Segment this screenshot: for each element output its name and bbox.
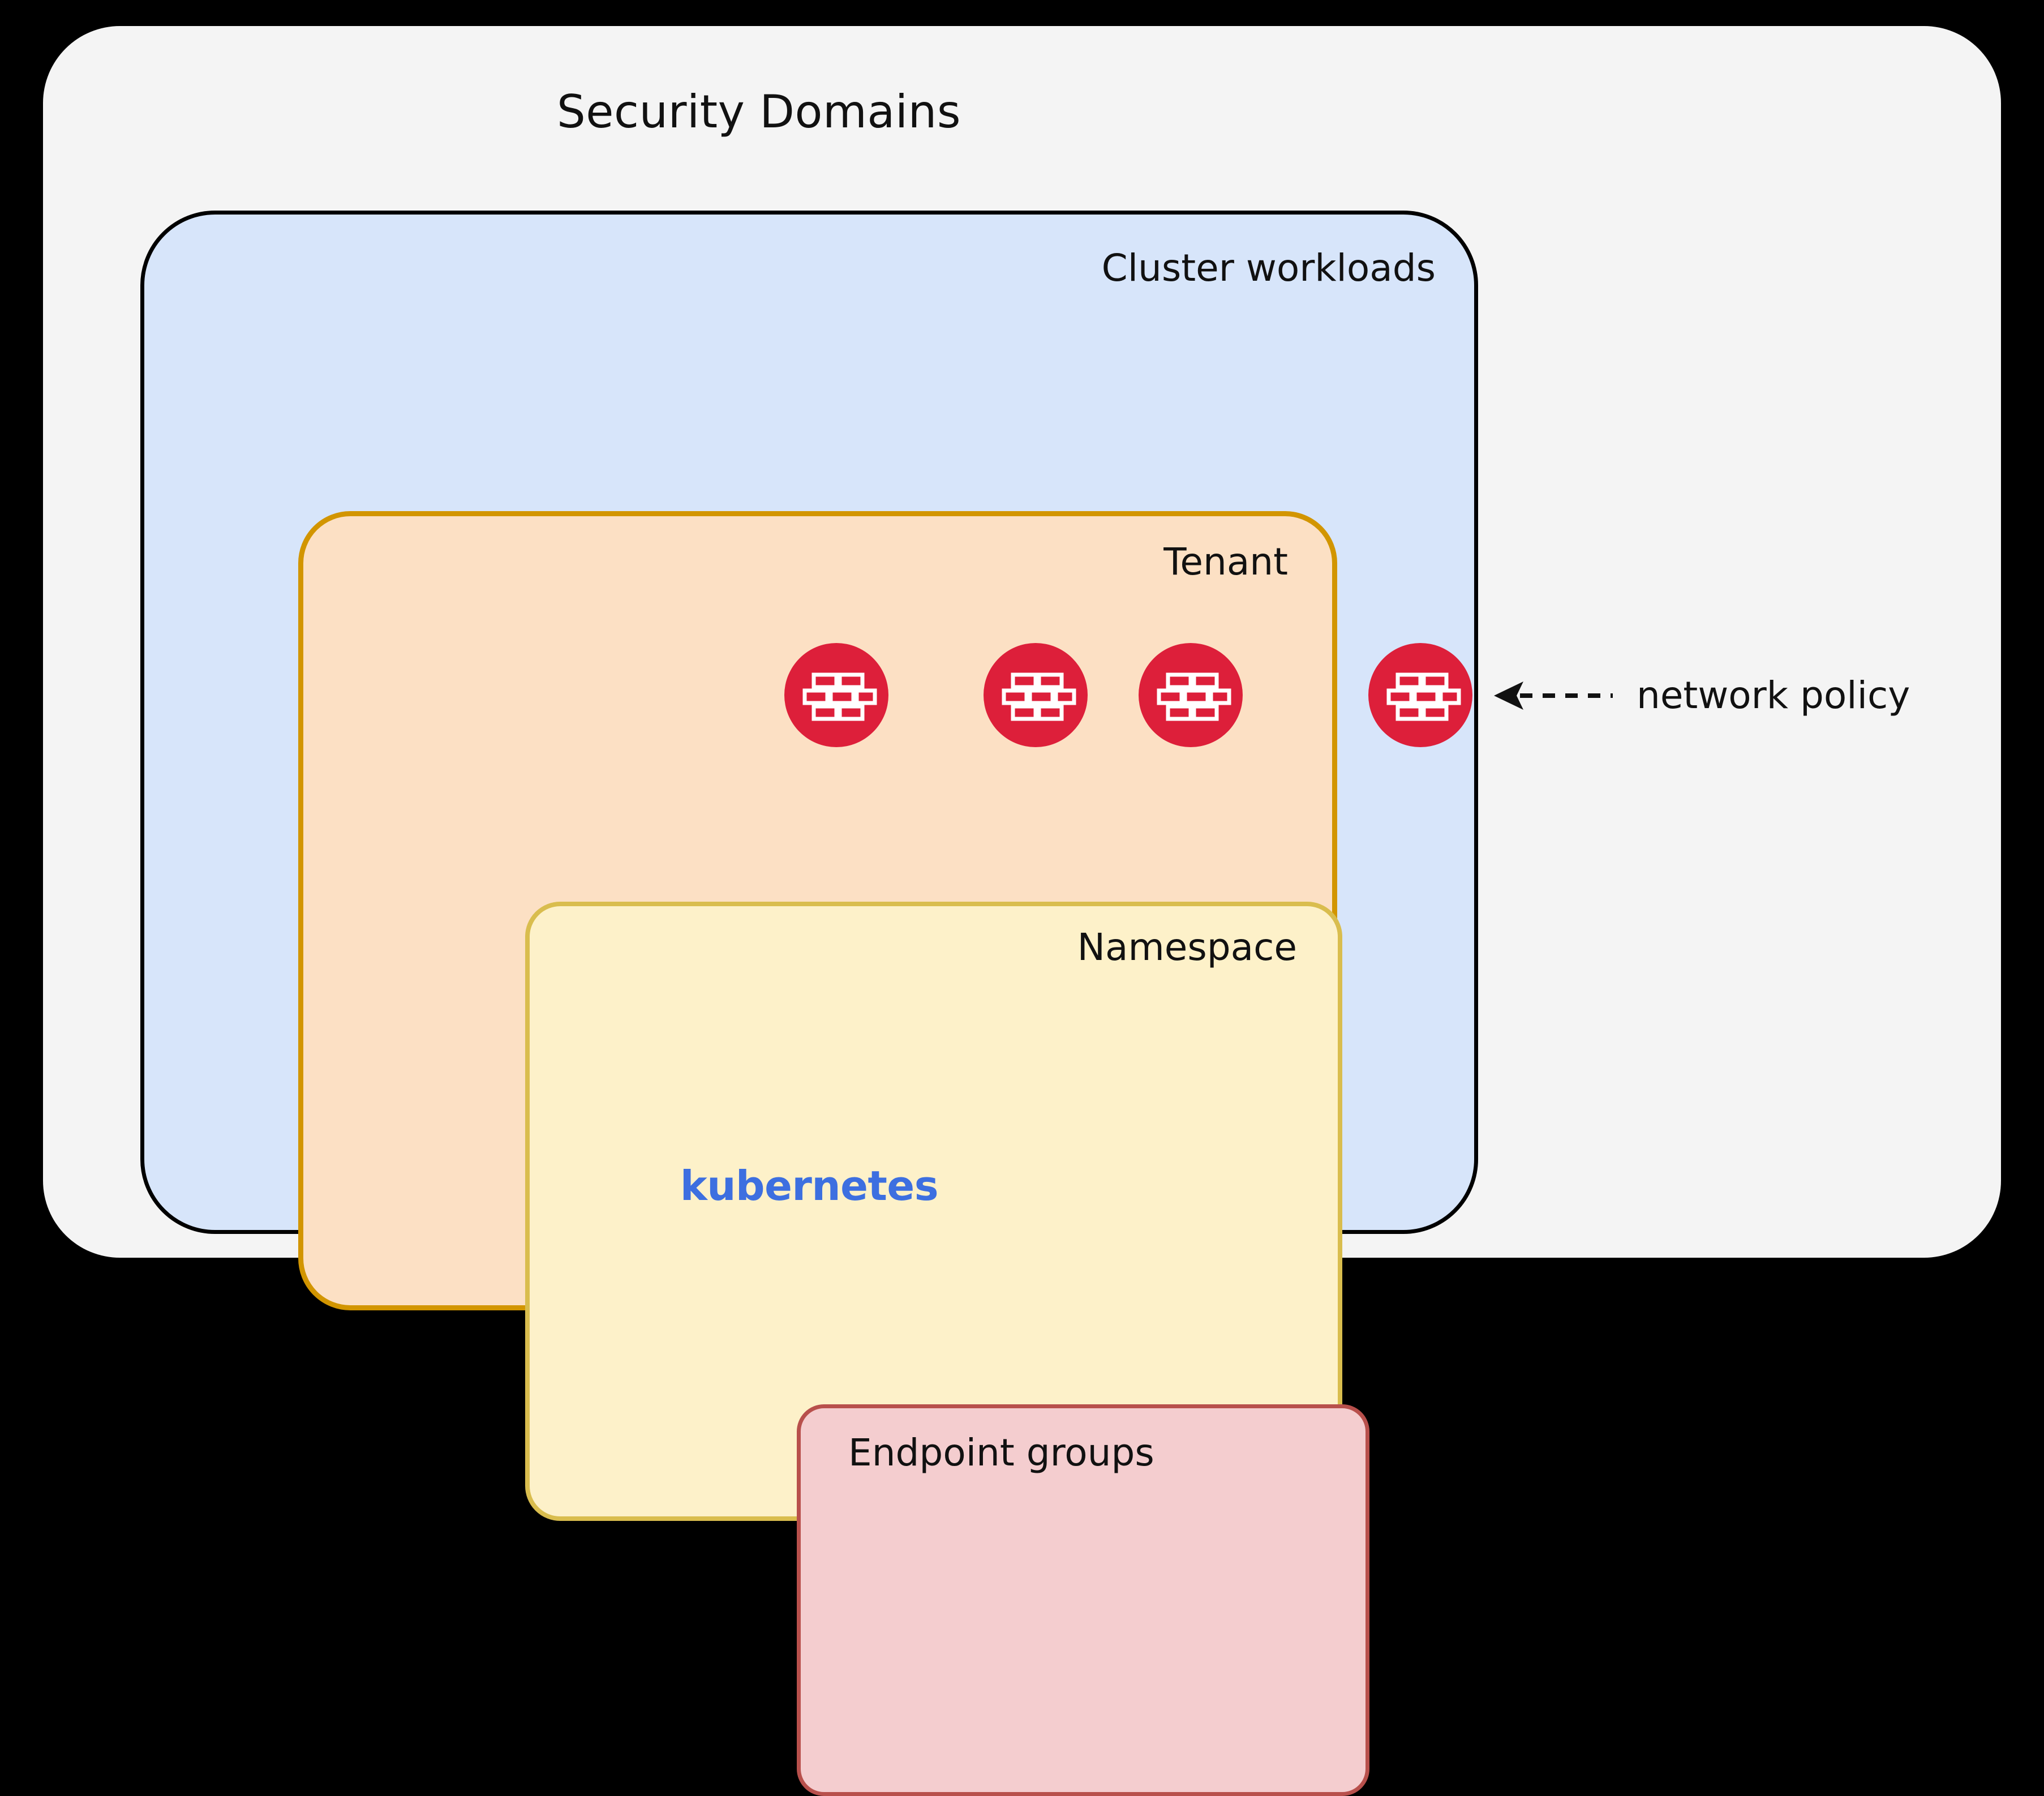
firewall-icon[interactable]	[984, 643, 1088, 747]
firewall-icon[interactable]	[1139, 643, 1243, 747]
security-domains-container: Security Domains Cluster workloads Tenan…	[43, 26, 2001, 1796]
domain-namespace: Namespace Endpoint groups	[525, 902, 1369, 1796]
domain-label-cluster-workloads: Cluster workloads	[1101, 246, 1436, 290]
firewall-icon[interactable]	[784, 643, 888, 747]
domain-label-namespace: Namespace	[1077, 925, 1297, 969]
network-policy-annotation: network policy	[1492, 671, 1910, 720]
diagram-canvas: Security Domains Cluster workloads Tenan…	[43, 26, 2001, 1796]
page-title: Security Domains	[556, 85, 961, 138]
domain-label-endpoint-groups: Endpoint groups	[848, 1431, 1154, 1474]
domain-endpoint-groups: Endpoint groups	[797, 1404, 1369, 1796]
dashed-left-arrow-icon	[1494, 681, 1613, 710]
kubernetes-brand-label: kubernetes	[680, 1162, 939, 1210]
domain-label-tenant: Tenant	[1163, 540, 1288, 584]
network-policy-label: network policy	[1637, 674, 1910, 717]
firewall-icon[interactable]	[1368, 643, 1472, 747]
